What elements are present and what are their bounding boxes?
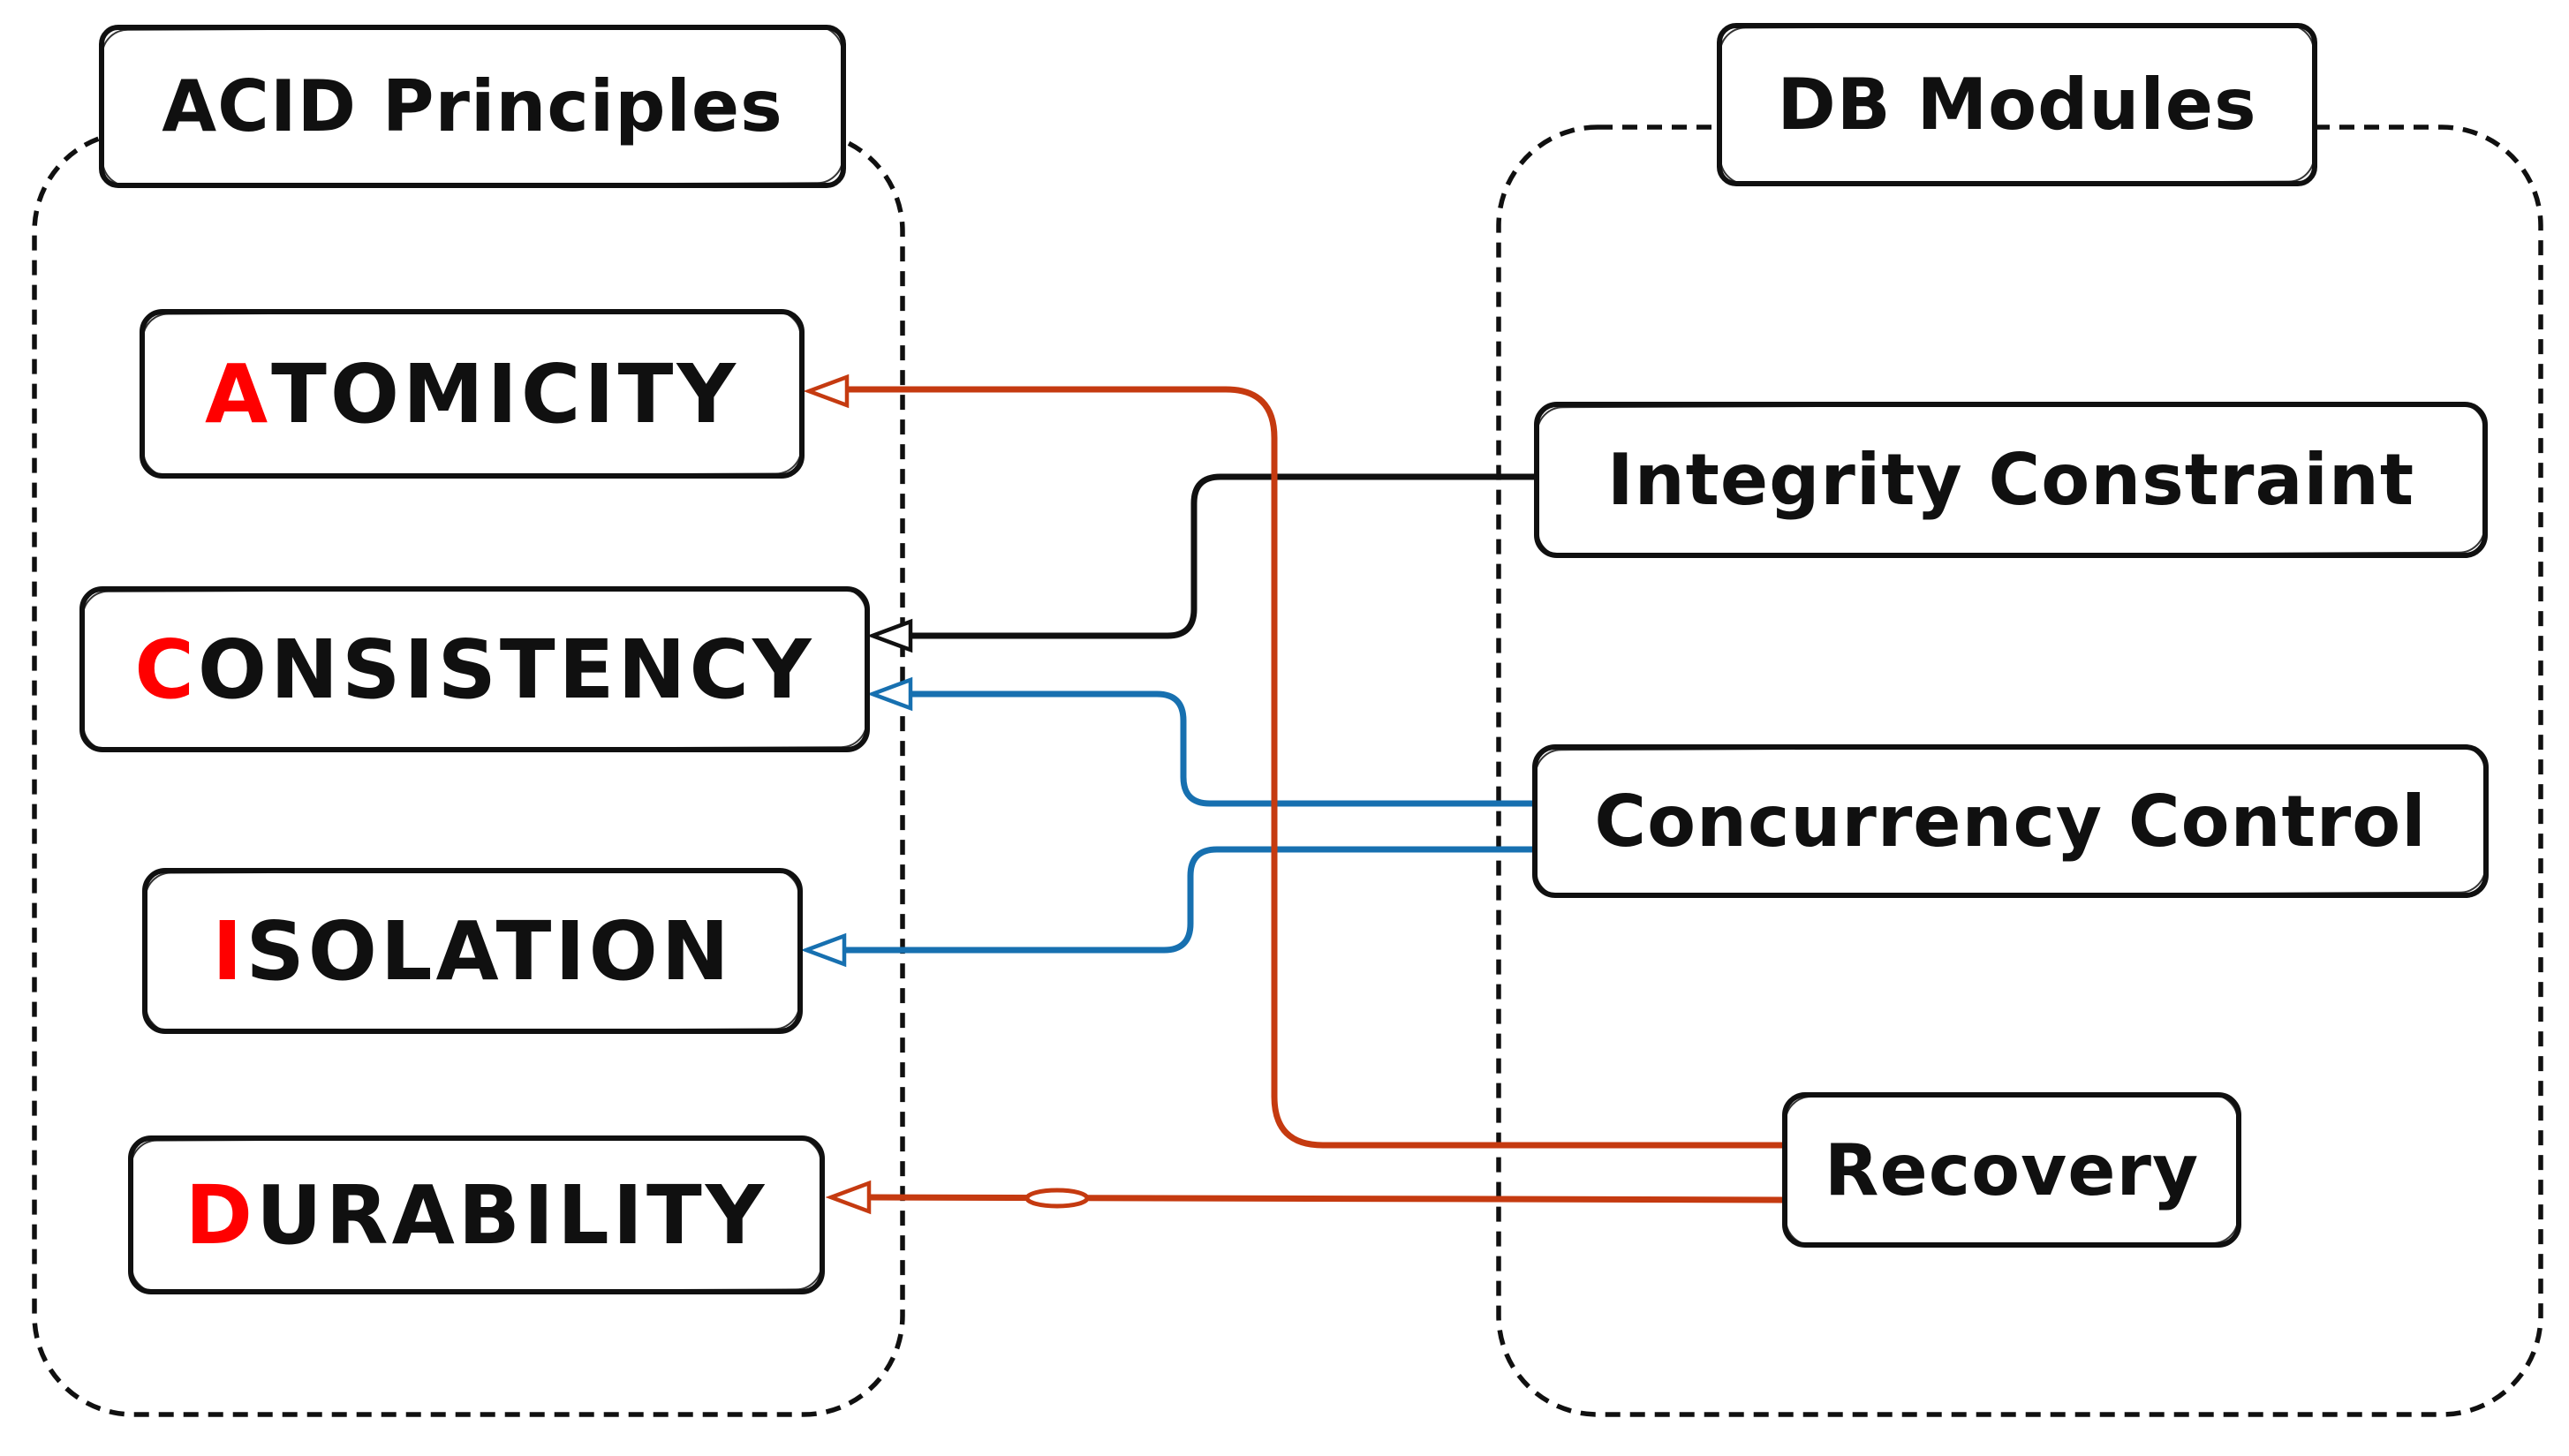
- consistency-first-letter: C: [134, 622, 198, 717]
- arrowhead-consistency-black: [866, 618, 913, 653]
- db-modules-title-label: DB Modules: [1777, 64, 2257, 146]
- arrowhead-isolation-blue: [800, 932, 847, 968]
- durability-first-letter: D: [185, 1167, 257, 1263]
- isolation-label-rest: SOLATION: [246, 903, 733, 999]
- box-integrity-constraint: Integrity Constraint: [1534, 402, 2488, 558]
- connector-integrity-to-consistency: [907, 473, 1538, 639]
- box-concurrency-control: Concurrency Control: [1532, 744, 2489, 898]
- connector-recovery-to-atomicity: [843, 386, 1787, 1149]
- atomicity-first-letter: A: [204, 346, 272, 441]
- arrowhead-atomicity-red: [803, 373, 850, 409]
- connector-concurrency-to-consistency: [907, 690, 1538, 807]
- integrity-constraint-label: Integrity Constraint: [1606, 439, 2415, 521]
- acid-principles-title: ACID Principles: [99, 25, 846, 188]
- db-modules-title: DB Modules: [1717, 23, 2317, 186]
- recovery-label: Recovery: [1824, 1128, 2200, 1211]
- box-recovery: Recovery: [1782, 1092, 2241, 1248]
- connector-recovery-to-durability: [865, 1194, 1787, 1203]
- acid-principles-title-label: ACID Principles: [162, 65, 783, 147]
- connector-durability-loop: [1024, 1188, 1090, 1209]
- arrowhead-durability-red: [825, 1180, 872, 1215]
- concurrency-control-label: Concurrency Control: [1594, 780, 2427, 863]
- consistency-label-rest: ONSISTENCY: [197, 622, 815, 717]
- durability-label-rest: URABILITY: [256, 1167, 768, 1263]
- isolation-first-letter: I: [212, 903, 246, 999]
- atomicity-label-rest: TOMICITY: [271, 346, 740, 441]
- connector-concurrency-to-isolation: [841, 846, 1538, 954]
- arrowhead-consistency-blue: [866, 676, 913, 712]
